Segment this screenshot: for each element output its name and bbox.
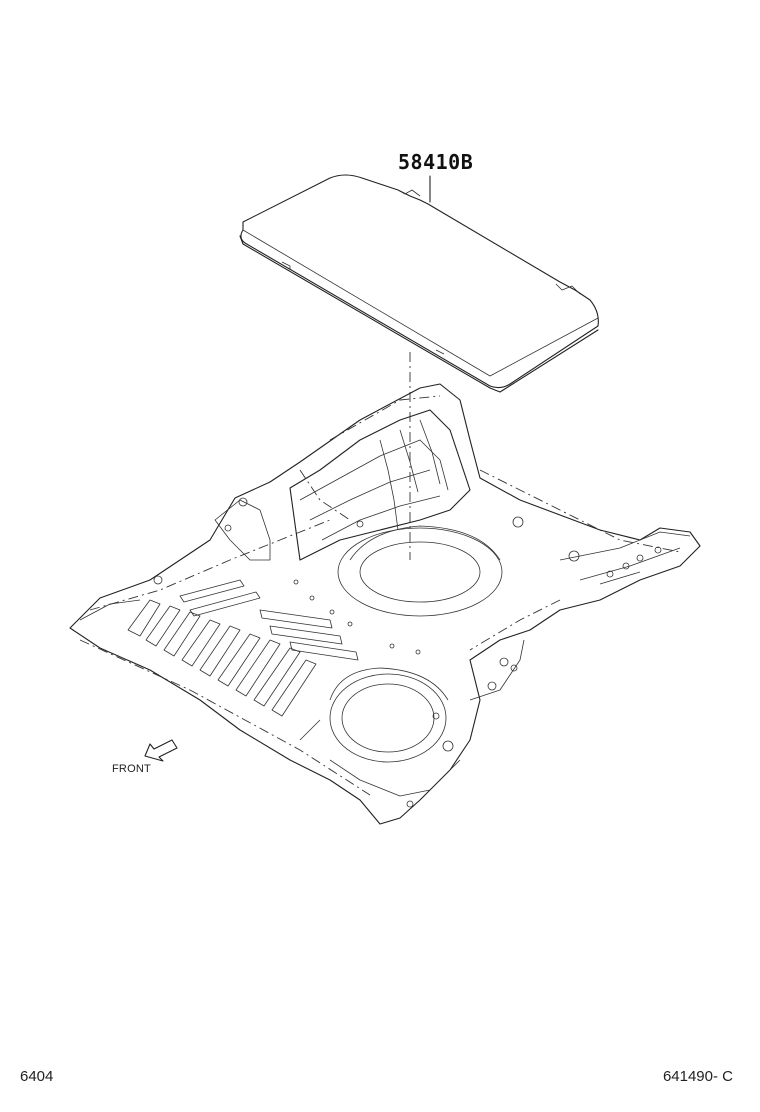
front-direction-label: FRONT xyxy=(112,763,151,775)
part-number-label[interactable]: 58410B xyxy=(398,150,474,174)
floor-board-panel xyxy=(239,174,599,393)
footer-page-code: 6404 xyxy=(20,1068,54,1085)
front-arrow-icon xyxy=(144,739,178,762)
rear-floor-pan xyxy=(69,383,701,825)
floor-ribs xyxy=(127,579,359,717)
footer-diagram-code: 641490- C xyxy=(662,1068,733,1085)
